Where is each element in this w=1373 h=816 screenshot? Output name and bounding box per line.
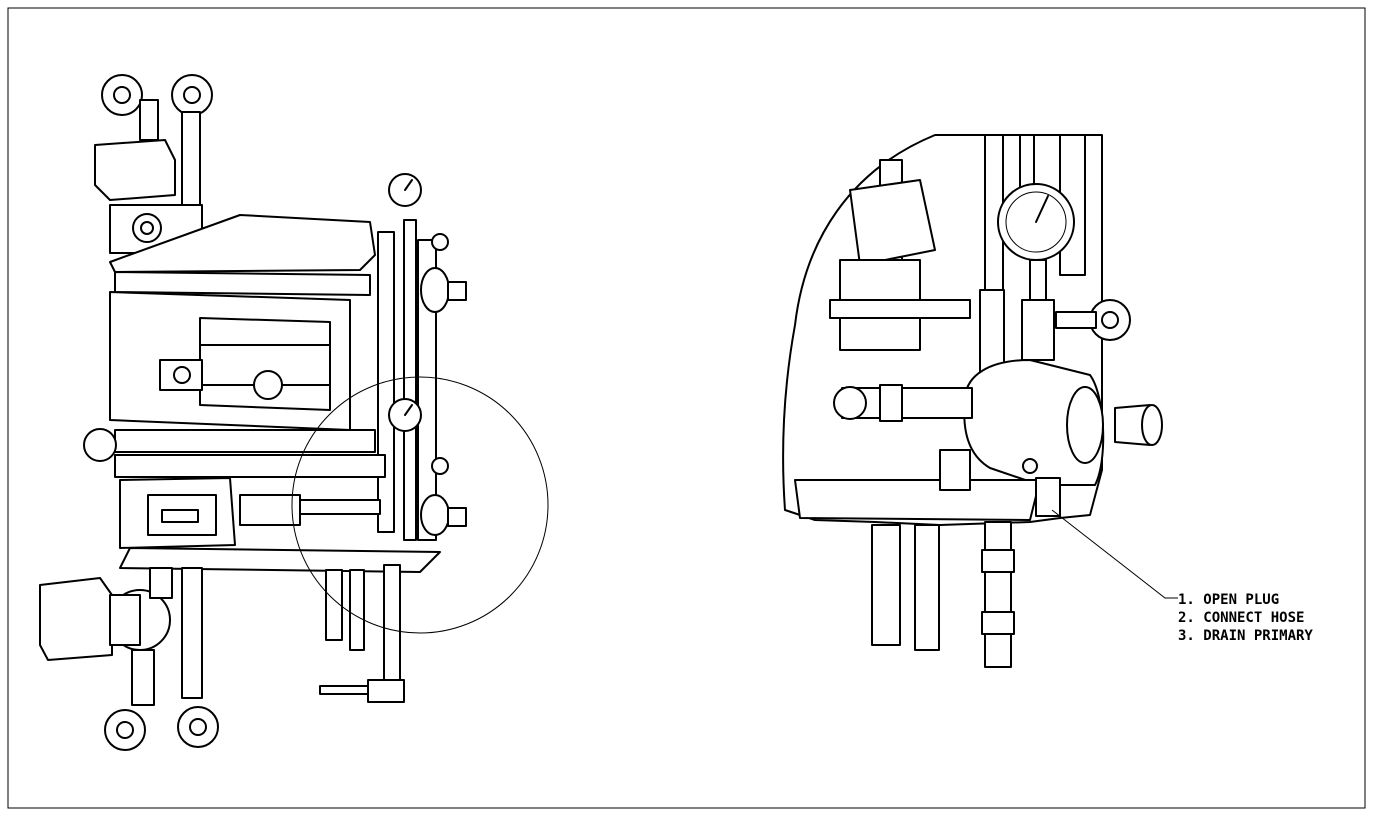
detail-circle [291,376,549,634]
valve-handwheel-icon [1089,299,1131,341]
valve-handwheel-icon [104,706,219,751]
drawing-frame [7,7,1366,809]
callout-step-2: 2. CONNECT HOSE [1178,610,1304,626]
pressure-gauge-icon [997,183,1075,261]
detail-view: 1. OPEN PLUG 2. CONNECT HOSE 3. DRAIN PR… [782,134,1313,668]
pressure-gauge-icon [388,173,422,432]
drain-plug [1035,477,1061,517]
assembly-overview [39,74,549,751]
callout-step-1: 1. OPEN PLUG [1178,592,1279,608]
callout-step-3: 3. DRAIN PRIMARY [1178,628,1313,644]
circulation-pump-icon [39,577,171,661]
callout-leader [1051,509,1178,599]
